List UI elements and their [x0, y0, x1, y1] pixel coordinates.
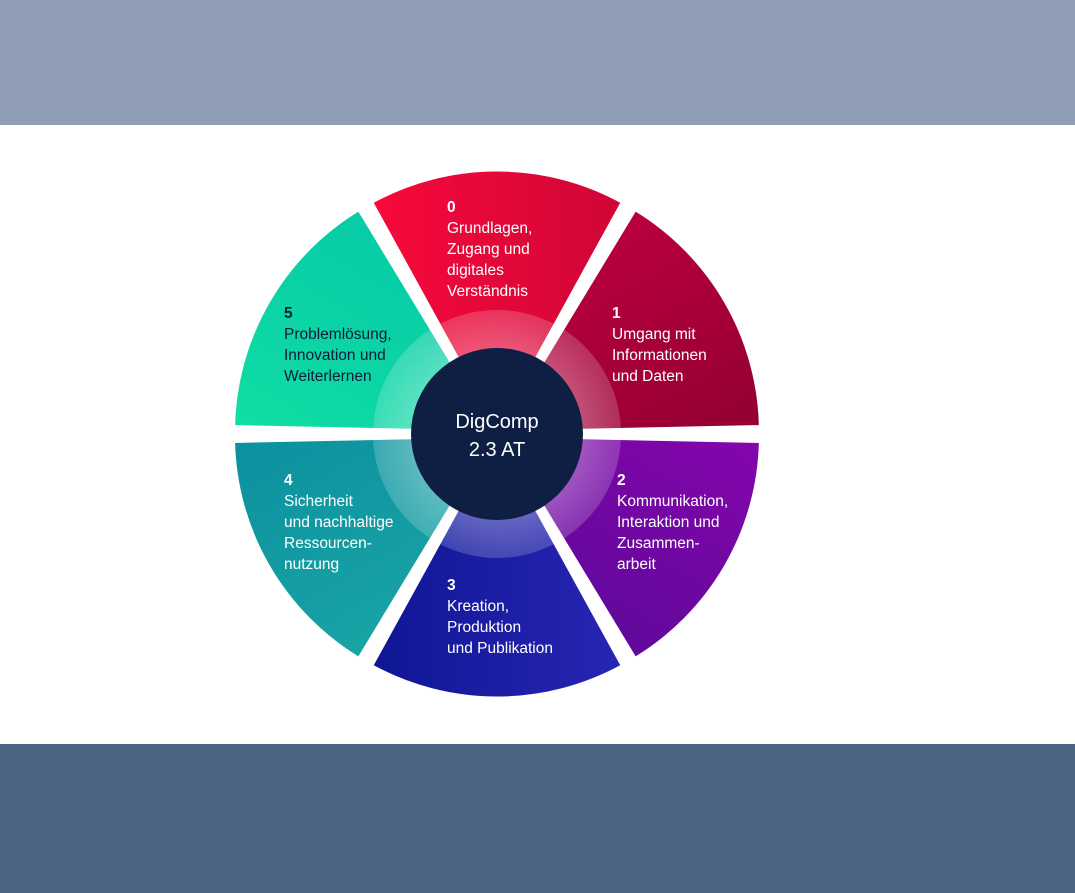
segment-0-line-2: Zugang und — [447, 241, 530, 258]
segment-4-line-2: und nachhaltige — [284, 514, 393, 531]
segment-2-number: 2 — [617, 472, 626, 489]
center-hub — [411, 348, 583, 520]
segment-0-number: 0 — [447, 199, 456, 216]
segment-5-line-3: Weiterlernen — [284, 368, 372, 385]
segment-5-number: 5 — [284, 305, 293, 322]
segment-1-line-3: und Daten — [612, 368, 684, 385]
segment-3 — [370, 436, 624, 700]
segment-5-line-2: Innovation und — [284, 347, 386, 364]
segment-1-line-1: Umgang mit — [612, 326, 696, 343]
segment-1-number: 1 — [612, 305, 621, 322]
segment-4-number: 4 — [284, 472, 293, 489]
segment-4-line-4: nutzung — [284, 556, 339, 573]
segment-3-line-3: und Publikation — [447, 640, 553, 657]
segment-1-line-2: Informationen — [612, 347, 707, 364]
segment-0-line-1: Grundlagen, — [447, 220, 532, 237]
segment-2-line-1: Kommunikation, — [617, 493, 728, 510]
segment-5-line-1: Problemlösung, — [284, 326, 392, 343]
center-title: DigComp — [455, 411, 538, 433]
segment-0 — [370, 168, 624, 432]
segment-3-line-2: Produktion — [447, 619, 521, 636]
top-band — [0, 0, 1075, 125]
segment-2-line-2: Interaktion und — [617, 514, 720, 531]
bottom-band — [0, 744, 1075, 893]
segment-0-line-3: digitales — [447, 262, 504, 279]
segment-4-line-1: Sicherheit — [284, 493, 354, 510]
segment-0-line-4: Verständnis — [447, 283, 528, 300]
center-subtitle: 2.3 AT — [469, 439, 525, 461]
segment-3-line-1: Kreation, — [447, 598, 509, 615]
segment-2-line-3: Zusammen- — [617, 535, 700, 552]
segment-3-number: 3 — [447, 577, 456, 594]
segment-2-line-4: arbeit — [617, 556, 656, 573]
segment-4-line-3: Ressourcen- — [284, 535, 372, 552]
